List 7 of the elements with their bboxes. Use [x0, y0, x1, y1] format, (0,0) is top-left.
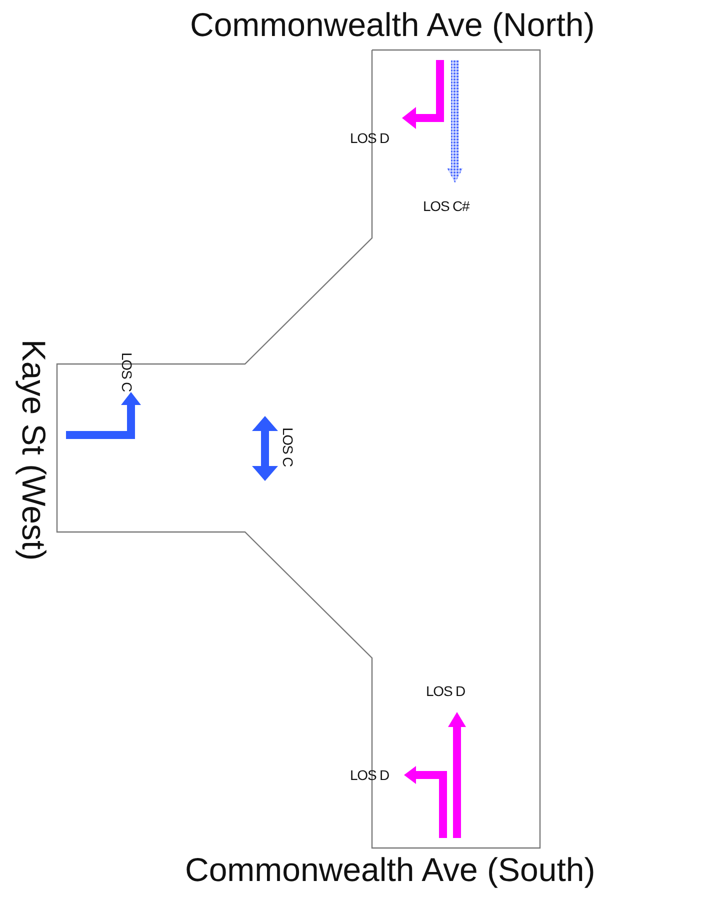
level-of-service-label: LOS C#: [423, 199, 470, 213]
level-of-service-label: LOS D: [426, 684, 466, 698]
street-name: Commonwealth Ave (South): [185, 853, 596, 886]
street-name: Kaye St (West): [18, 339, 50, 561]
level-of-service-label: LOS C: [120, 352, 134, 392]
street-name: Commonwealth Ave (North): [190, 8, 595, 41]
level-of-service-label: LOS C: [281, 428, 295, 466]
